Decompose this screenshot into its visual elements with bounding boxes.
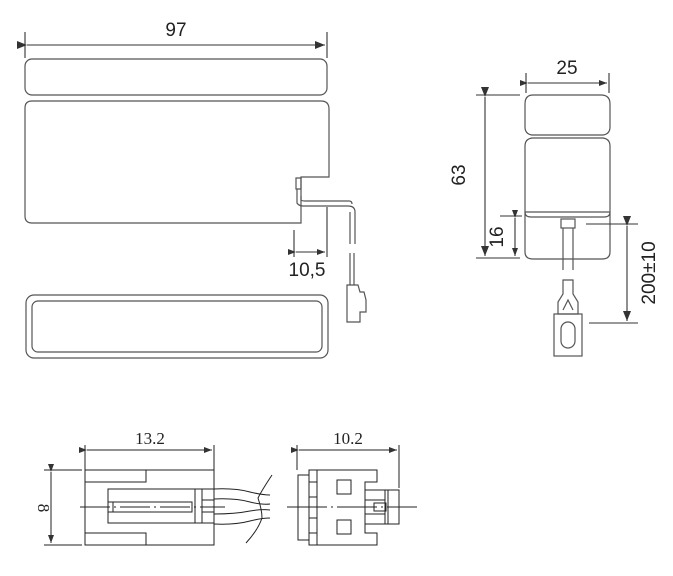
latch-window-top xyxy=(336,479,352,495)
housing-cavity xyxy=(107,488,215,524)
lead-terminal-hole xyxy=(560,321,576,349)
battery-bottom-outer xyxy=(25,294,329,359)
wire-outline xyxy=(213,488,271,496)
wire-break-line xyxy=(245,474,273,544)
wire-outline xyxy=(213,517,271,525)
dimension-label-10-5: 10,5 xyxy=(289,260,326,281)
dimension-label-63: 63 xyxy=(449,164,470,185)
dimension-label-25: 25 xyxy=(556,58,577,79)
latch-window-bottom xyxy=(336,519,352,535)
connector-side-view: 13.2 8 xyxy=(34,429,273,546)
side-view: 25 63 16 200±10 xyxy=(449,58,660,357)
housing-slot-top xyxy=(85,470,147,483)
wire-outline xyxy=(213,509,271,515)
side-top-section xyxy=(524,94,611,136)
dimension-label-13-2: 13.2 xyxy=(135,429,165,448)
lead-crimp xyxy=(562,298,574,311)
lead-terminal-body xyxy=(553,313,583,357)
battery-bottom-inner xyxy=(31,300,323,353)
dimension-label-10-2: 10.2 xyxy=(333,429,363,448)
front-view: 97 10,5 xyxy=(17,20,367,359)
lead-grommet xyxy=(560,218,576,229)
connector-front-view: 10.2 xyxy=(287,429,417,546)
side-bottom-section xyxy=(524,211,611,260)
lead-terminal-clip xyxy=(346,284,367,323)
lead-terminal-neck xyxy=(557,279,579,315)
dimension-label-8: 8 xyxy=(34,504,53,513)
wire-outline xyxy=(213,498,271,505)
terminal-tab xyxy=(295,177,302,190)
side-middle-section xyxy=(524,137,611,213)
dimension-label-200: 200±10 xyxy=(639,241,660,304)
battery-body xyxy=(24,100,330,224)
battery-top-lid xyxy=(24,58,328,96)
terminal-lead-inner xyxy=(300,196,353,205)
terminal-lead-outer xyxy=(296,189,356,244)
dimension-label-97: 97 xyxy=(165,20,186,41)
housing-slot-bottom xyxy=(85,532,147,545)
connector-body xyxy=(308,469,378,546)
dimension-label-16: 16 xyxy=(487,226,508,247)
